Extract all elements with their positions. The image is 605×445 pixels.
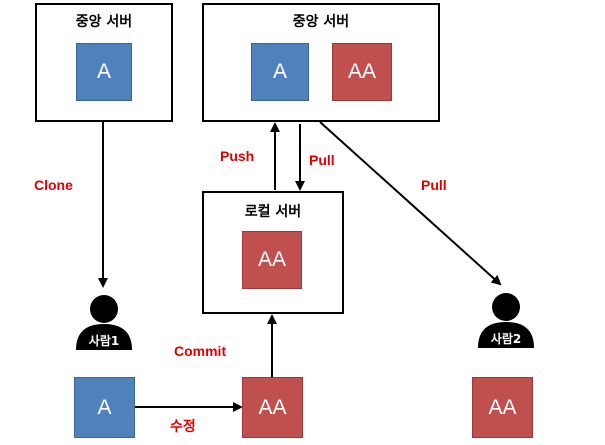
pull-person2-label: Pull — [421, 177, 447, 193]
person1-original-tile: A — [74, 377, 135, 438]
person2-name: 사람2 — [490, 332, 522, 346]
central-server-right: 중앙 서버 A AA — [202, 3, 440, 122]
central-server-left: 중앙 서버 A — [35, 3, 173, 122]
person1-modified-tile: AA — [242, 377, 303, 438]
person1: 사람1 — [72, 292, 136, 356]
local-server-title: 로컬 서버 — [244, 204, 302, 220]
central-server-right-title: 중앙 서버 — [292, 14, 350, 30]
modify-label: 수정 — [170, 419, 196, 435]
central-server-left-title: 중앙 서버 — [75, 14, 133, 30]
person2-icon — [478, 293, 534, 348]
person1-name: 사람1 — [88, 334, 120, 348]
person1-icon — [76, 295, 132, 350]
central-server-left-tile-a: A — [76, 43, 132, 101]
pull-local-label: Pull — [309, 152, 335, 168]
pull-person2-arrow — [319, 121, 502, 286]
push-label: Push — [220, 148, 255, 164]
local-server: 로컬 서버 AA — [202, 191, 344, 314]
commit-label: Commit — [174, 343, 227, 359]
person2-file-tile: AA — [472, 377, 533, 438]
person2: 사람2 — [474, 290, 538, 354]
clone-label: Clone — [34, 177, 73, 193]
central-server-right-tile-aa: AA — [332, 43, 392, 101]
central-server-right-tile-a: A — [251, 43, 309, 101]
local-server-tile-aa: AA — [242, 231, 302, 289]
